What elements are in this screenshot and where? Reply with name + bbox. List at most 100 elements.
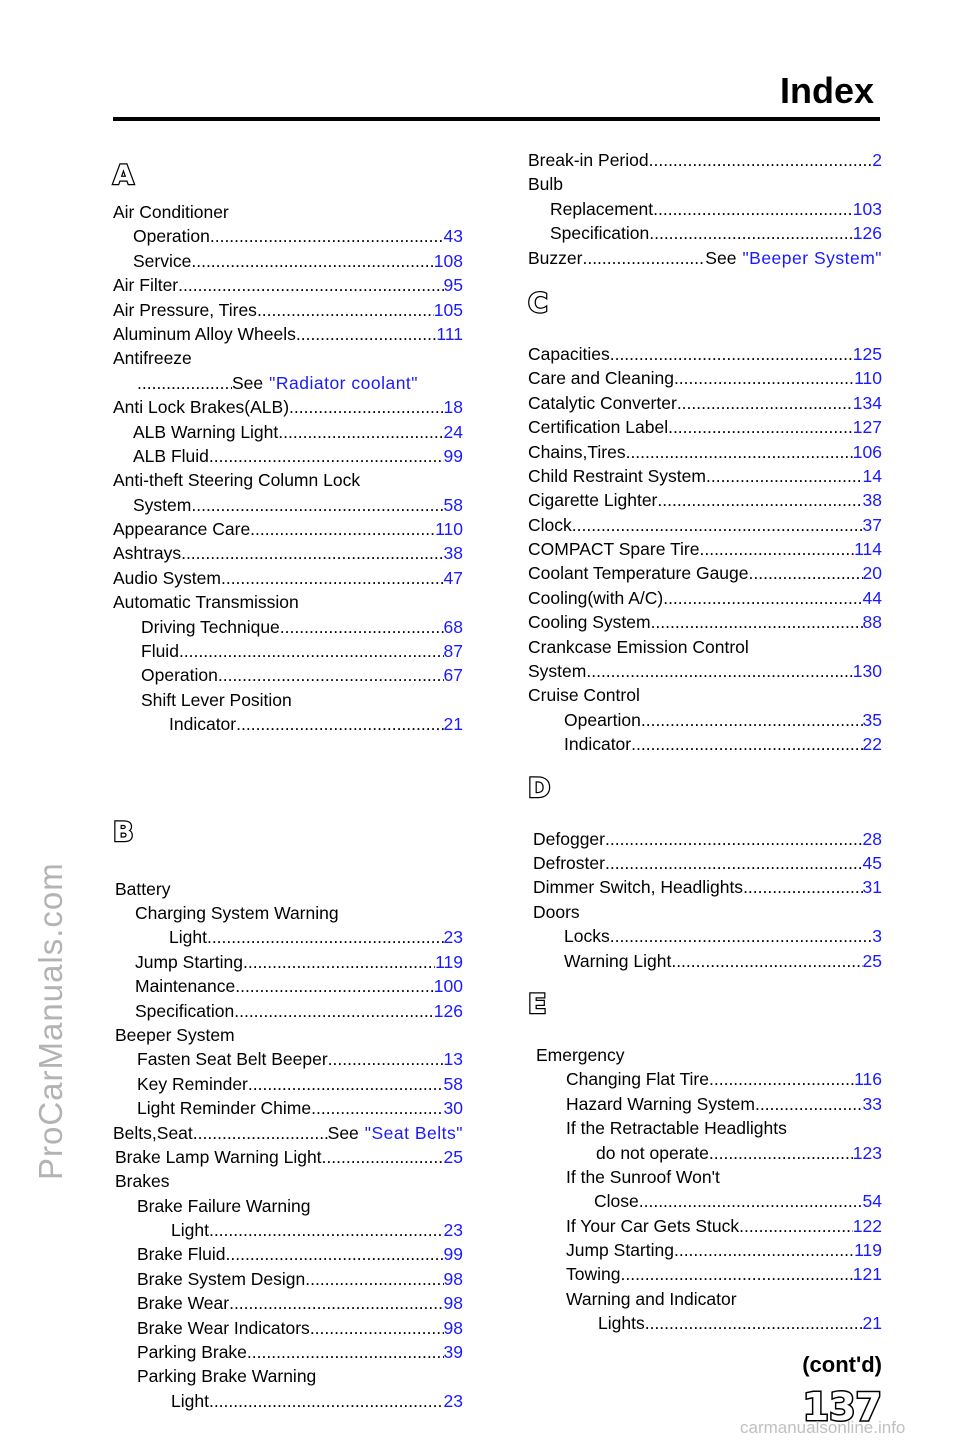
page-link[interactable]: 13 [443,1049,463,1070]
page-link[interactable]: 33 [862,1093,882,1114]
page-link[interactable]: 23 [443,1220,463,1241]
dot-leader [631,732,862,756]
dot-leader [641,708,863,732]
page-link[interactable]: 103 [852,198,882,219]
page-link[interactable]: 67 [443,665,463,686]
cross-reference-link[interactable]: "Radiator coolant" [269,372,419,393]
page-link[interactable]: 119 [854,1240,882,1261]
page-link[interactable]: 122 [852,1215,882,1236]
page-link[interactable]: 110 [435,519,463,540]
page-link[interactable]: 125 [852,343,882,364]
page-link[interactable]: 114 [854,539,882,560]
page-link[interactable]: 23 [443,927,463,948]
index-entry: COMPACT Spare Tire114 [528,537,882,561]
page-link[interactable]: 38 [443,543,463,564]
cross-reference-link[interactable]: "Beeper System" [742,247,882,268]
section-d-entries: Defogger28Defroster45Dimmer Switch, Head… [528,827,882,973]
page-link[interactable]: 130 [852,661,882,682]
cross-reference-link[interactable]: "Seat Belts" [364,1122,463,1143]
page-link[interactable]: 121 [852,1264,882,1285]
page-link[interactable]: 43 [443,226,463,247]
page-link[interactable]: 98 [443,1293,463,1314]
dot-leader [310,1316,444,1340]
index-heading: Automatic Transmission [113,592,299,613]
page-link[interactable]: 21 [443,714,463,735]
index-entry: Light23 [113,925,463,949]
page-link[interactable]: 31 [862,877,882,898]
page-link[interactable]: 30 [443,1098,463,1119]
dot-leader [179,639,444,663]
page-link[interactable]: 25 [443,1146,463,1167]
page-link[interactable]: 58 [443,494,463,515]
page-link[interactable]: 119 [435,951,463,972]
entry-label: Hazard Warning System [566,1093,755,1114]
page-link[interactable]: 126 [852,223,882,244]
page-link[interactable]: 98 [443,1268,463,1289]
index-heading: Beeper System [115,1024,235,1045]
entry-label: Brake Fluid [137,1244,226,1265]
index-entry: Replacement103 [528,197,882,221]
page-link[interactable]: 116 [854,1069,882,1090]
page-link[interactable]: 25 [862,950,882,971]
page-link[interactable]: 14 [862,465,882,486]
entry-label: Clock [528,514,572,535]
dot-leader [178,273,443,297]
page-link[interactable]: 134 [852,392,882,413]
entry-label: Air Filter [113,275,179,296]
index-heading: Doors [533,901,580,922]
dot-leader [653,197,853,221]
page-link[interactable]: 54 [862,1191,882,1212]
page-link[interactable]: 44 [862,587,882,608]
page-link[interactable]: 110 [854,368,882,389]
page-link[interactable]: 106 [852,441,882,462]
page-link[interactable]: 127 [852,417,882,438]
dot-leader [209,1389,444,1413]
page-link[interactable]: 22 [862,734,882,755]
page-title: Index [779,70,874,111]
page-link[interactable]: 108 [433,250,463,271]
page-link[interactable]: 23 [443,1390,463,1411]
page-link[interactable]: 99 [443,1244,463,1265]
page-link[interactable]: 47 [443,567,463,588]
entry-label: Cigarette Lighter [528,490,658,511]
page-link[interactable]: 98 [443,1317,463,1338]
page-link[interactable]: 126 [433,1000,463,1021]
page-link[interactable]: 100 [433,976,463,997]
page-link[interactable]: 3 [872,926,882,947]
page-link[interactable]: 58 [443,1073,463,1094]
page-link[interactable]: 18 [443,397,463,418]
entry-label: Chains,Tires [528,441,626,462]
page-link[interactable]: 35 [862,709,882,730]
dot-leader [248,1072,444,1096]
entry-label: Cooling(with A/C) [528,587,664,608]
page-link[interactable]: 39 [443,1342,463,1363]
section-letter-e: E [527,988,548,1020]
page-link[interactable]: 123 [852,1142,882,1163]
dot-leader [234,999,434,1023]
see-label: See [327,1122,359,1143]
dot-leader [610,924,873,948]
page-link[interactable]: 21 [862,1313,882,1334]
page-link[interactable]: 38 [862,490,882,511]
page-link[interactable]: 28 [862,828,882,849]
index-entry: Service108 [113,249,463,273]
page-link[interactable]: 99 [443,445,463,466]
page-link[interactable]: 37 [862,514,882,535]
page-link[interactable]: 68 [443,616,463,637]
page-link[interactable]: 24 [443,421,463,442]
index-entry: Operation67 [113,663,463,687]
dot-leader [639,1189,863,1213]
entry-label: Certification Label [528,417,669,438]
page-link[interactable]: 111 [436,323,463,344]
page-link[interactable]: 88 [862,612,882,633]
index-entry: Certification Label 127 [528,415,882,439]
page-link[interactable]: 105 [433,299,463,320]
page-link[interactable]: 95 [443,275,463,296]
page-link[interactable]: 87 [443,641,463,662]
page-link[interactable]: 45 [862,852,882,873]
entry-label: Anti Lock Brakes(ALB) [113,397,290,418]
dot-leader [210,224,444,248]
page-link[interactable]: 2 [872,150,882,170]
page-link[interactable]: 20 [862,563,882,584]
